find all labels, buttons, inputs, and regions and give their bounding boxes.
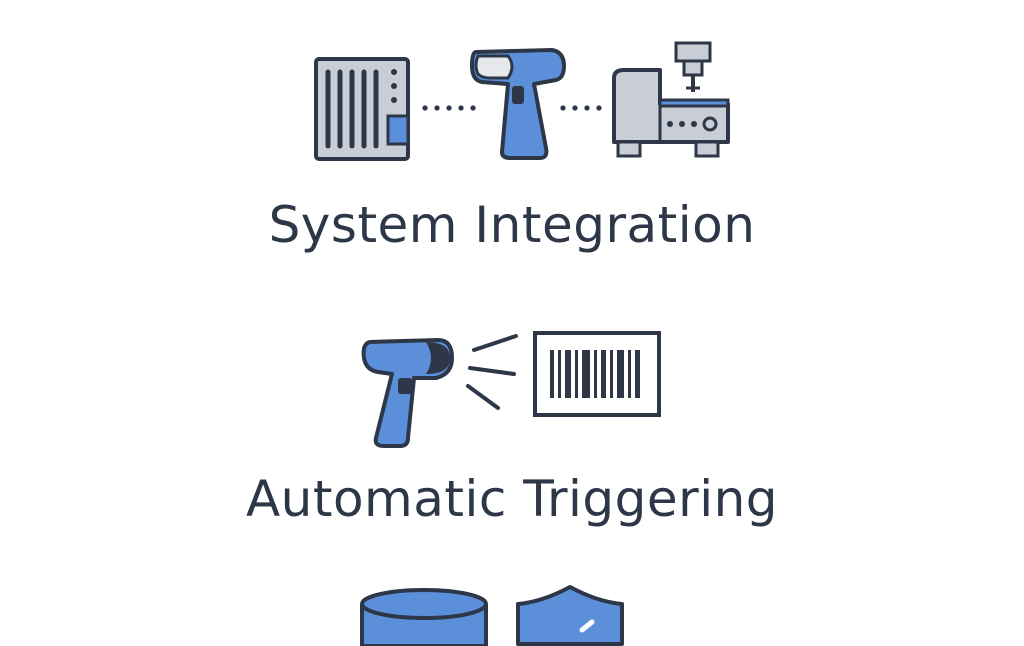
- database-icon: [360, 588, 488, 646]
- feature-title: Automatic Triggering: [245, 470, 779, 528]
- scan-beam-icon: [466, 334, 518, 410]
- shield-check-icon: [516, 585, 624, 646]
- industrial-machine-icon: [612, 41, 730, 158]
- barcode-icon: [533, 331, 661, 417]
- barcode-scanner-icon: [361, 338, 454, 448]
- connector-dots-icon: [560, 105, 602, 111]
- barcode-scanner-icon: [470, 48, 566, 160]
- connector-dots-icon: [422, 105, 476, 111]
- feature-title: System Integration: [268, 196, 756, 254]
- server-rack-icon: [314, 57, 410, 161]
